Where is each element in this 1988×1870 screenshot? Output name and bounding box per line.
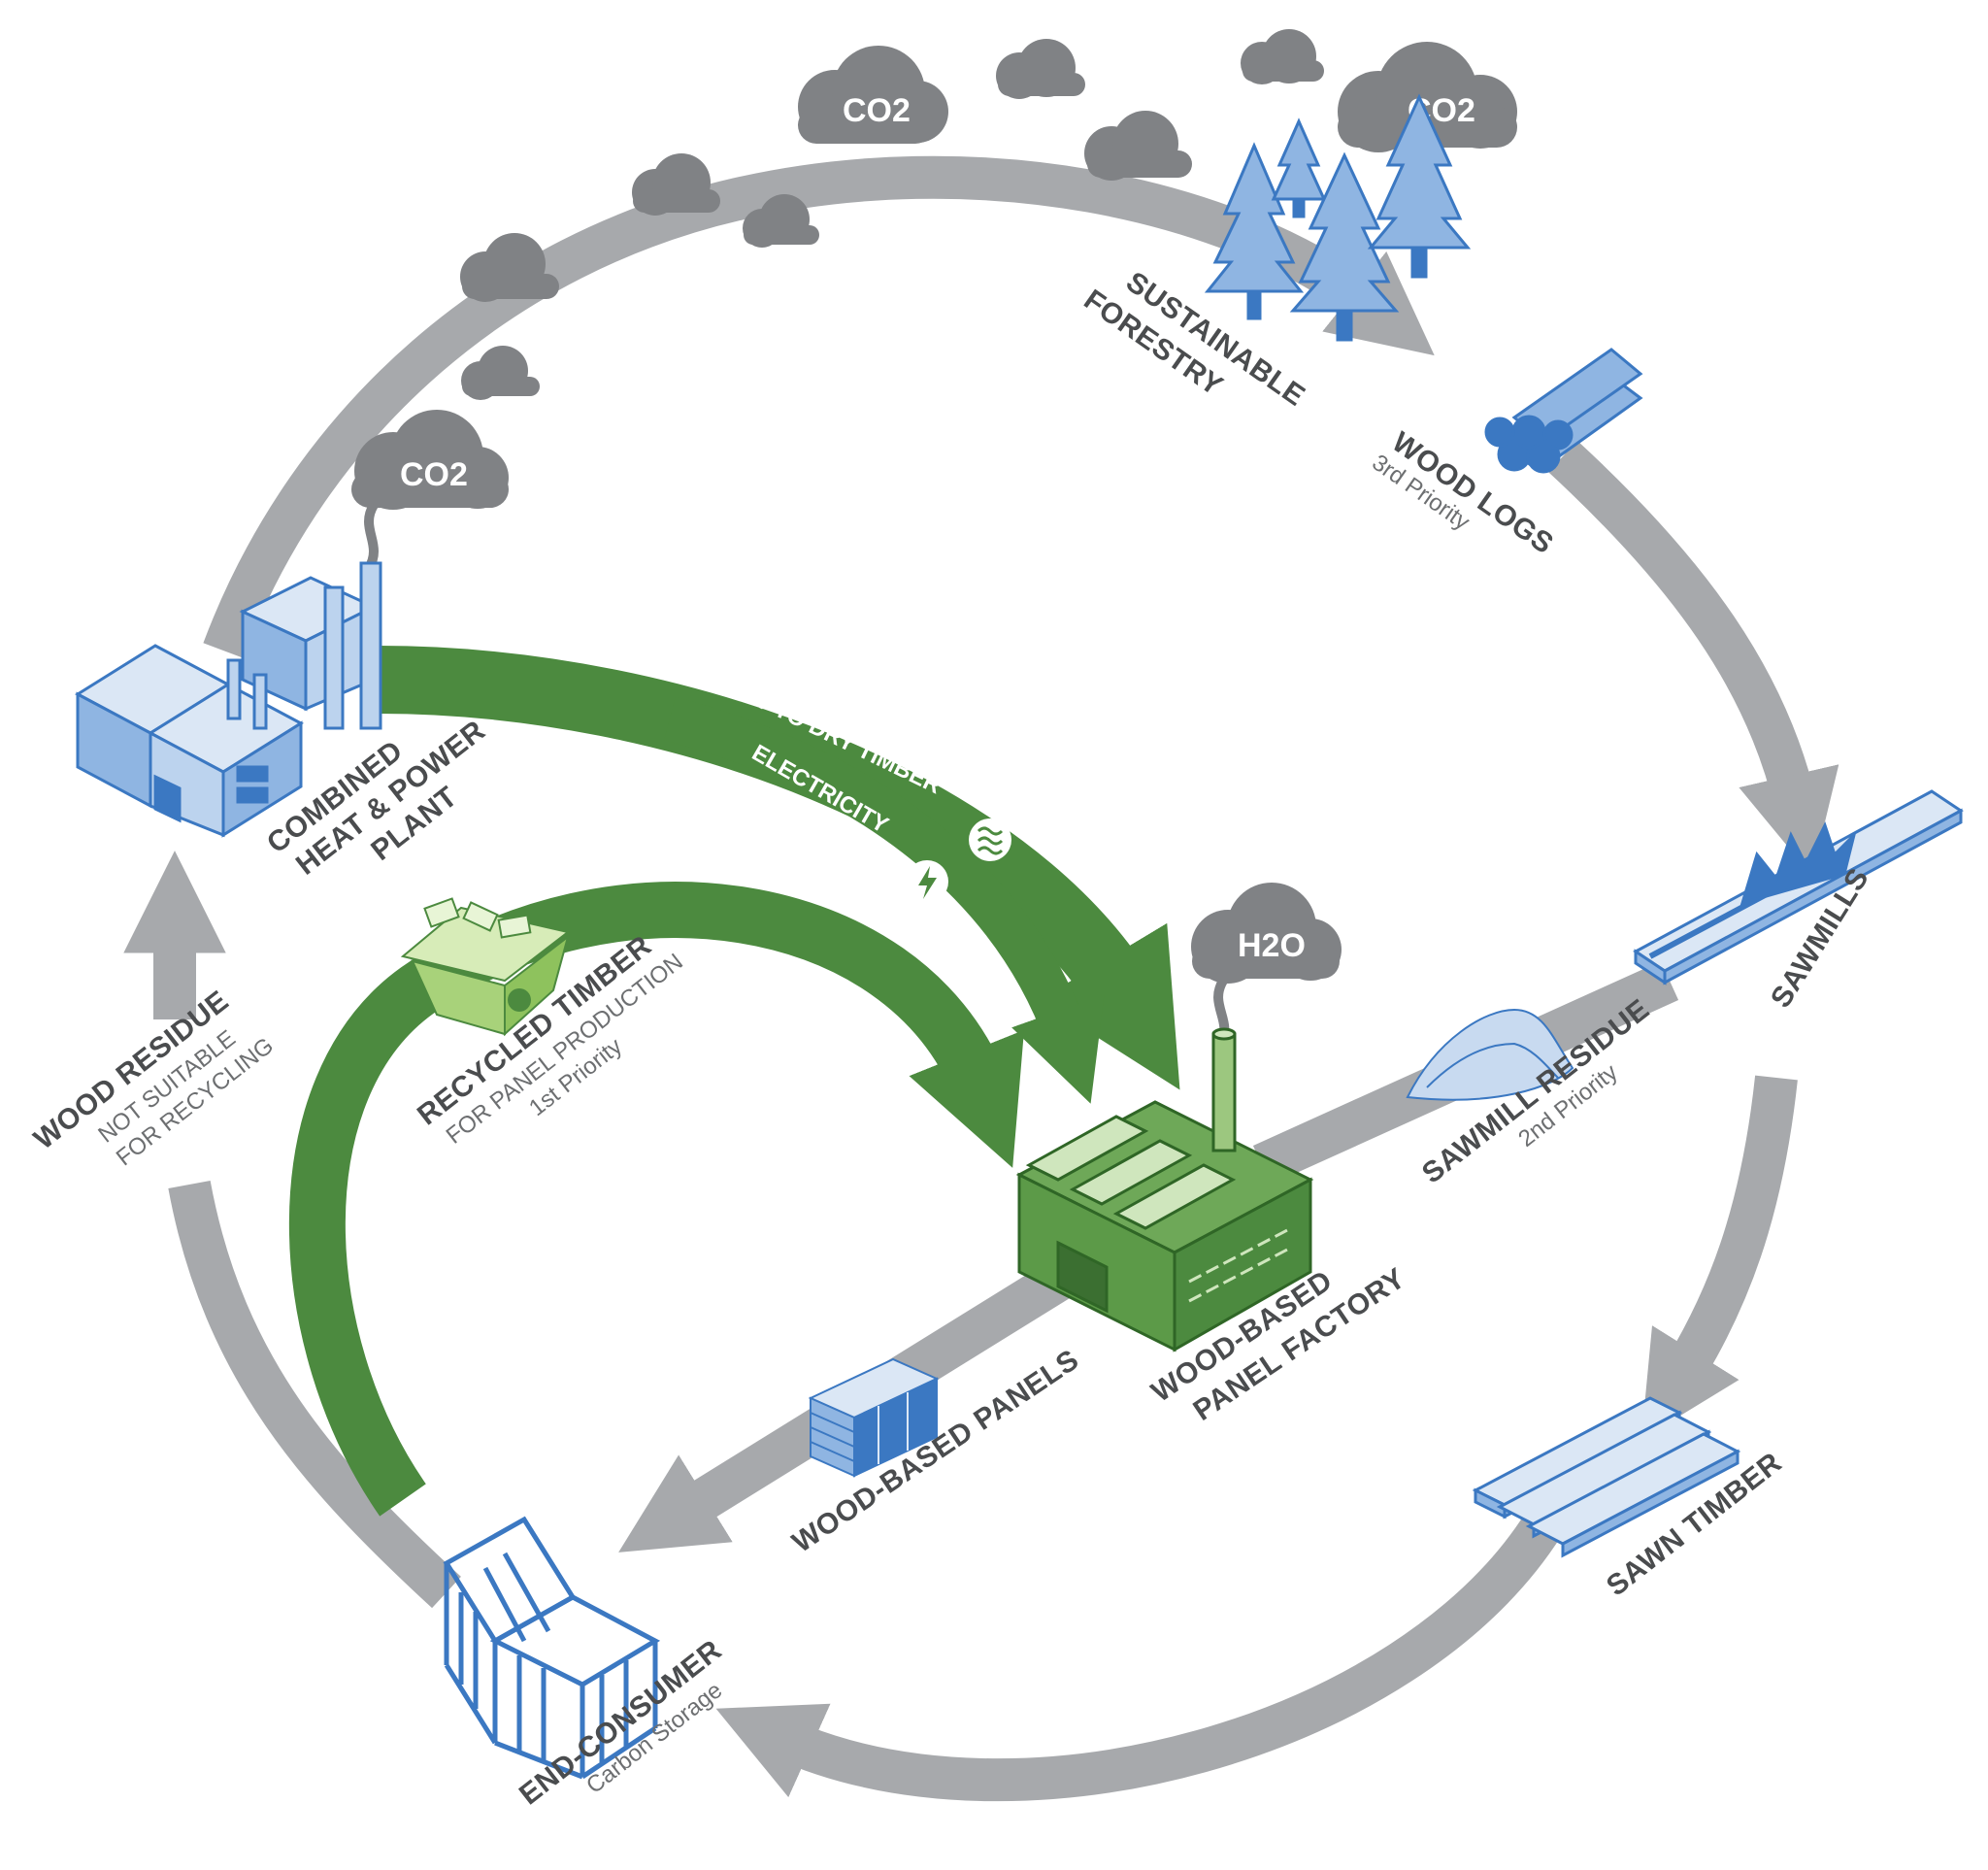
sawmill-icon (1633, 789, 1964, 985)
lightning-bolt-icon (906, 860, 948, 903)
flow-electricity (664, 696, 1105, 1104)
small-cloud (1084, 111, 1192, 181)
end-consumer-house-icon (443, 1516, 661, 1780)
small-cloud (460, 233, 559, 302)
forest-trees (1204, 93, 1472, 342)
tree-icon (1367, 93, 1472, 279)
panel-factory-icon (1015, 1027, 1314, 1352)
arrow-plant-to-forestry (203, 155, 1435, 658)
arrow-logs-to-sawmills (1548, 440, 1839, 877)
cycle-arrows (123, 155, 1839, 1802)
co2-label: CO2 (843, 92, 911, 129)
cloud-co2-top-left: CO2 (798, 46, 948, 144)
cloud-h2o-factory: H2O (1191, 883, 1342, 984)
small-cloud (632, 153, 720, 216)
plant-smoke (364, 502, 379, 571)
recycle-icon (508, 988, 531, 1012)
arrow-sawmills-to-sawn-timber (1640, 1075, 1798, 1440)
co2-label: CO2 (400, 456, 468, 493)
small-cloud (461, 346, 540, 400)
label-end-consumer: END-CONSUMER Carbon Storage (514, 1634, 728, 1812)
cloud-co2-plant: CO2 (351, 410, 509, 510)
arrow-sawn-timber-to-consumer (715, 1513, 1562, 1802)
chp-plant-icon (75, 561, 382, 838)
recycled-timber-skip-icon (400, 897, 571, 1037)
h2o-label: H2O (1238, 927, 1306, 964)
wood-logs-icon (1484, 348, 1643, 474)
heat-waves-icon (969, 818, 1011, 861)
small-cloud (743, 194, 819, 248)
arrow-consumer-to-residue (168, 1181, 461, 1609)
wood-based-panels-icon (808, 1357, 940, 1478)
sawmill-residue-pile-icon (1406, 1008, 1574, 1101)
small-cloud (996, 39, 1085, 99)
tree-icon (1204, 142, 1305, 320)
flow-recycled (288, 882, 1024, 1517)
sawn-timber-icon (1472, 1396, 1741, 1558)
label-wood-residue: WOOD RESIDUE NOT SUITABLE FOR RECYCLING (28, 985, 279, 1171)
tree-icon (1289, 151, 1400, 342)
clouds: CO2 CO2 CO2 H2O (351, 29, 1517, 1047)
green-flows (288, 646, 1180, 1517)
tree-icon (1271, 117, 1327, 218)
cloud-co2-top-right: CO2 (1338, 42, 1517, 152)
small-cloud (1241, 29, 1324, 84)
